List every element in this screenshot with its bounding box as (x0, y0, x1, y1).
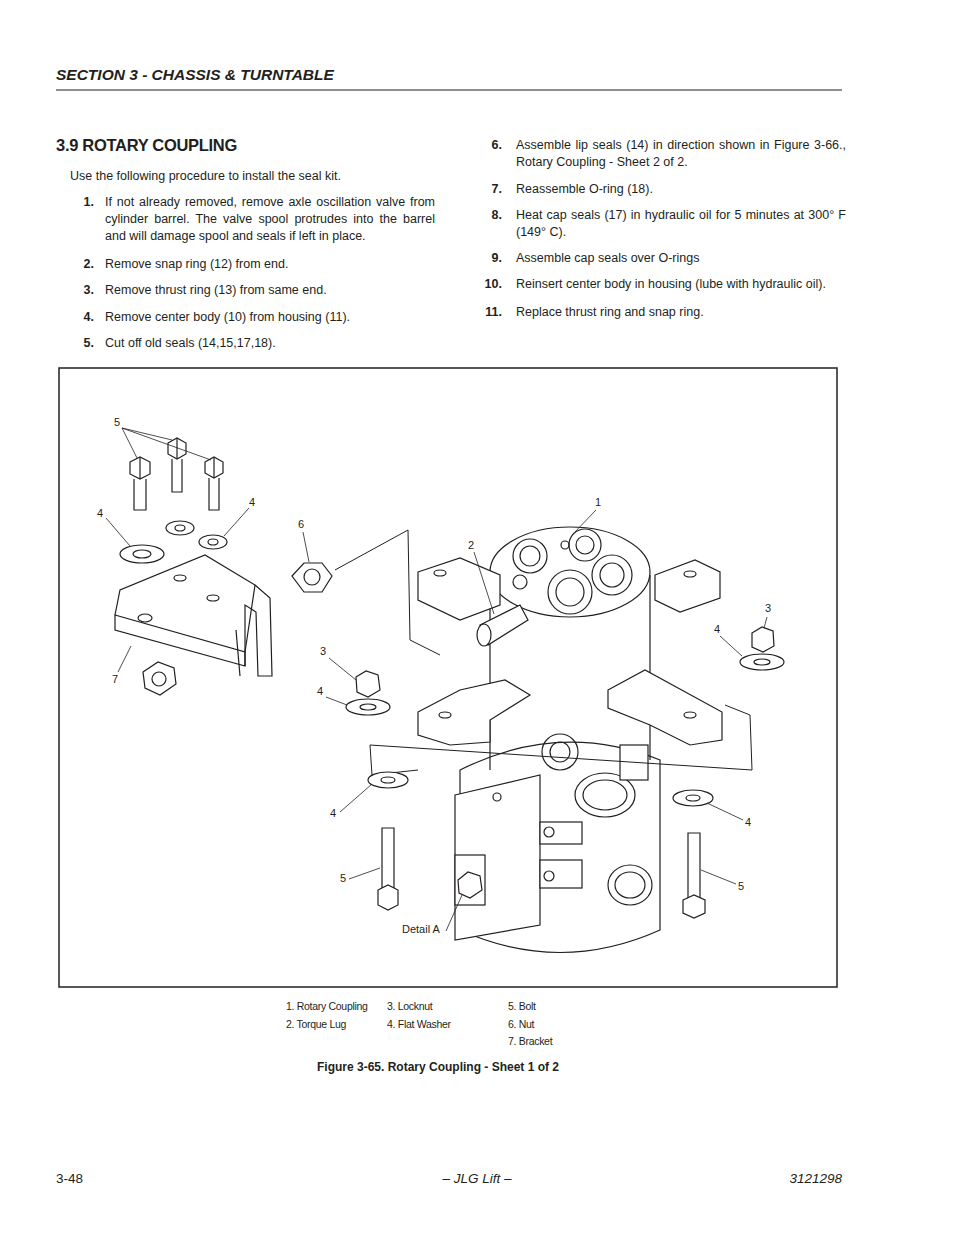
page-number: 3-48 (56, 1171, 83, 1186)
step-text: Assemble cap seals over O-rings (516, 250, 846, 267)
callout-number: 4 (248, 496, 256, 508)
legend-entry: 7. Bracket (508, 1035, 552, 1048)
callout-number: 7 (111, 673, 119, 685)
intro-text: Use the following procedure to install t… (70, 168, 341, 185)
figure-caption: Figure 3-65. Rotary Coupling - Sheet 1 o… (317, 1060, 559, 1074)
step-number: 3. (66, 282, 94, 299)
figure-frame (59, 368, 837, 987)
callout-number: 5 (339, 872, 347, 884)
legend-entry: 2. Torque Lug (286, 1018, 346, 1031)
document-number: 3121298 (742, 1171, 842, 1186)
callout-number: 1 (594, 496, 602, 508)
callout-number: 4 (316, 685, 324, 697)
locknuts-washers-bolts (346, 627, 784, 918)
section-header: SECTION 3 - CHASSIS & TURNTABLE (56, 66, 334, 84)
callout-number: 3 (764, 602, 772, 614)
step-number: 7. (474, 181, 502, 198)
callout-number: 4 (713, 623, 721, 635)
legend-entry: 3. Locknut (387, 1000, 432, 1013)
step-text: Reinsert center body in housing (lube wi… (516, 276, 846, 293)
legend-entry: 5. Bolt (508, 1000, 536, 1013)
legend-entry: 4. Flat Washer (387, 1018, 451, 1031)
step-number: 1. (66, 194, 94, 211)
step-number: 9. (474, 250, 502, 267)
callout-number: 4 (329, 807, 337, 819)
legend-entry: 1. Rotary Coupling (286, 1000, 368, 1013)
washers (120, 521, 227, 563)
step-text: If not already removed, remove axle osci… (105, 194, 435, 245)
callout-number: 3 (319, 645, 327, 657)
legend-entry: 6. Nut (508, 1018, 534, 1031)
step-text: Replace thrust ring and snap ring. (516, 304, 846, 321)
section-title: 3.9 ROTARY COUPLING (56, 136, 237, 155)
step-text: Remove thrust ring (13) from same end. (105, 282, 435, 299)
step-number: 11. (474, 304, 502, 321)
step-text: Remove center body (10) from housing (11… (105, 309, 435, 326)
step-number: 5. (66, 335, 94, 352)
detail-label: Detail A (401, 923, 441, 935)
callout-number: 4 (744, 816, 752, 828)
step-text: Cut off old seals (14,15,17,18). (105, 335, 435, 352)
step-text: Assemble lip seals (14) in direction sho… (516, 137, 846, 171)
step-number: 8. (474, 207, 502, 224)
step-number: 6. (474, 137, 502, 154)
callout-number: 2 (467, 539, 475, 551)
step-number: 4. (66, 309, 94, 326)
bolts (130, 438, 223, 510)
header-rule (56, 90, 842, 91)
leader-lines (106, 428, 767, 931)
lugs (370, 558, 752, 775)
step-number: 10. (474, 276, 502, 293)
bracket (115, 555, 272, 695)
footer-brand: – JLG Lift – (377, 1171, 577, 1186)
step-text: Heat cap seals (17) in hydraulic oil for… (516, 207, 846, 241)
step-number: 2. (66, 256, 94, 273)
callout-number: 4 (96, 507, 104, 519)
step-text: Reassemble O-ring (18). (516, 181, 846, 198)
step-text: Remove snap ring (12) from end. (105, 256, 435, 273)
callout-number: 6 (297, 518, 305, 530)
callout-number: 5 (737, 880, 745, 892)
callout-number: 5 (113, 416, 121, 428)
